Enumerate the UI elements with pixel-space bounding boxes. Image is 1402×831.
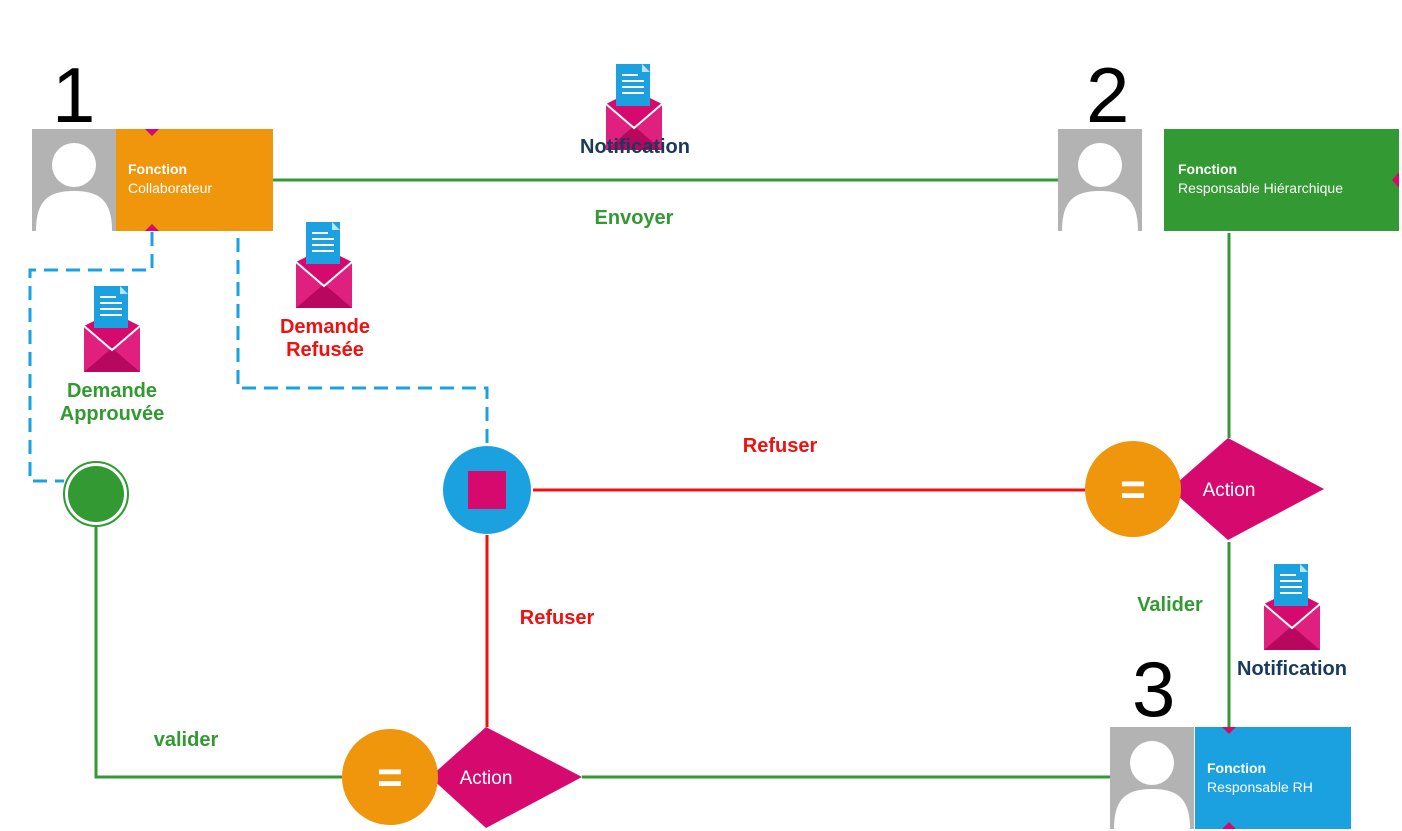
role-card	[1195, 727, 1351, 829]
message-label-demande-approuvee-line1: Demande	[67, 380, 157, 402]
port-marker	[145, 129, 159, 136]
actor-responsable-hierarchique[interactable]: 2 Fonction Responsable Hiérarchique	[1058, 51, 1399, 231]
gateway-label: Action	[460, 768, 513, 789]
envelope-document-icon	[83, 285, 141, 373]
gateway-symbol: =	[1120, 465, 1146, 514]
role-title: Fonction	[1178, 161, 1237, 177]
message-label-demande-refusee-line2: Refusée	[286, 339, 364, 361]
actor-number: 3	[1132, 645, 1175, 733]
action-diamond	[1170, 438, 1324, 540]
connectors	[28, 178, 1231, 779]
envelope-document-icon	[295, 221, 353, 309]
role-name: Collaborateur	[128, 180, 212, 196]
gateway-label: Action	[1203, 480, 1256, 501]
role-title: Fonction	[1207, 760, 1266, 776]
message-flow-refused	[236, 238, 489, 446]
equals-circle-icon	[342, 729, 438, 825]
port-marker	[1392, 172, 1399, 188]
equals-circle-icon	[1085, 441, 1181, 537]
message-flow-approved	[28, 232, 154, 483]
flow-label-envoyer: Envoyer	[595, 207, 674, 229]
user-avatar-icon	[1110, 727, 1194, 829]
role-name: Responsable RH	[1207, 779, 1313, 795]
flow-label-refuser-top: Refuser	[743, 435, 818, 457]
message-label-demande-refusee-line1: Demande	[280, 316, 370, 338]
flow-label-valider-bottom: valider	[154, 729, 219, 751]
actor-collaborateur[interactable]: 1 Fonction Collaborateur	[32, 51, 273, 231]
stop-square	[468, 471, 506, 509]
port-marker	[145, 224, 159, 231]
port-marker	[1222, 727, 1236, 734]
end-event-icon	[68, 466, 124, 522]
flow-valider-bottom-line	[94, 526, 342, 779]
actor-number: 1	[52, 51, 95, 139]
actor-responsable-rh[interactable]: 3 Fonction Responsable RH	[1110, 645, 1351, 829]
refused-end-event[interactable]	[443, 446, 531, 534]
message-label-demande-approuvee-line2: Approuvée	[60, 403, 164, 425]
gateway-action-right[interactable]: = Action	[1085, 438, 1324, 540]
user-avatar-icon	[1058, 129, 1142, 231]
envelope-document-icon	[1263, 563, 1321, 651]
actor-number: 2	[1086, 51, 1129, 139]
flow-label-valider-right: Valider	[1137, 594, 1203, 616]
message-label-notification-top: Notification	[580, 136, 690, 158]
action-diamond	[430, 727, 582, 828]
role-card	[116, 129, 273, 231]
user-avatar-icon	[32, 129, 116, 231]
role-name: Responsable Hiérarchique	[1178, 180, 1343, 196]
message-label-notification-bottom: Notification	[1237, 658, 1347, 680]
role-title: Fonction	[128, 161, 187, 177]
port-marker	[1222, 822, 1236, 829]
gateway-action-bottom[interactable]: = Action	[342, 727, 582, 828]
approved-end-event[interactable]	[63, 461, 129, 527]
flow-label-refuser-left: Refuser	[520, 607, 595, 629]
gateway-symbol: =	[377, 753, 403, 802]
role-card	[1164, 129, 1399, 231]
